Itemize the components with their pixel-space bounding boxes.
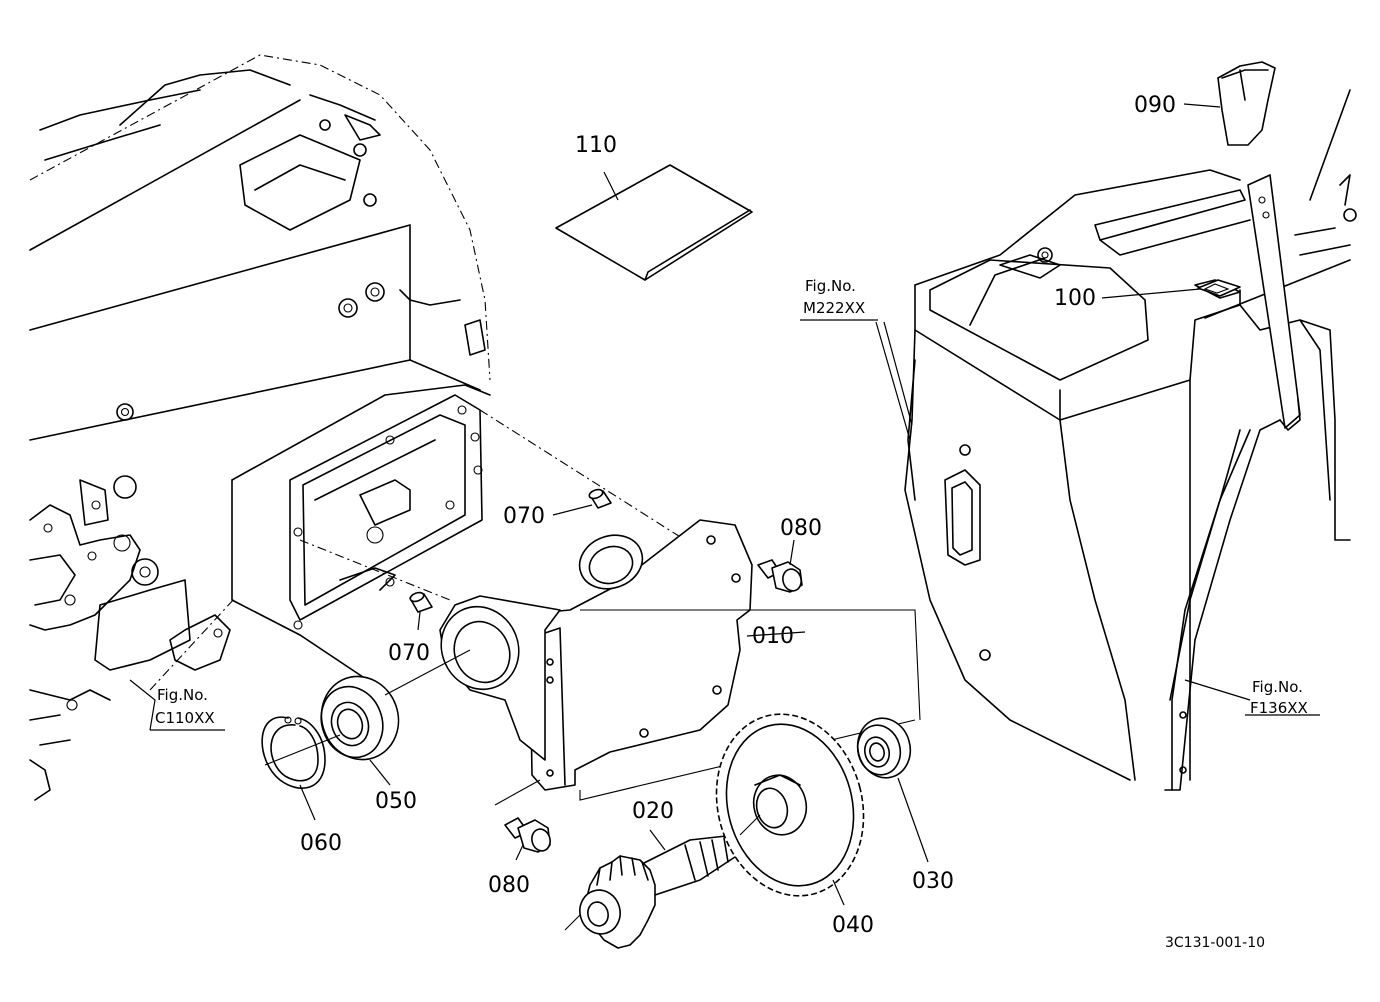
label-050: 050 xyxy=(375,789,417,814)
figure-references: Fig.No. M222XX Fig.No. C110XX Fig.No. F1… xyxy=(155,277,1308,727)
leader-lines xyxy=(129,103,1320,906)
fig-ref-f136xx: Fig.No. F136XX xyxy=(1250,678,1308,717)
part-020-pinion-shaft xyxy=(564,834,739,949)
label-070-lower: 070 xyxy=(388,641,430,666)
svg-text:Fig.No.: Fig.No. xyxy=(805,277,856,295)
fig-ref-c110xx: Fig.No. C110XX xyxy=(155,686,215,727)
svg-text:F136XX: F136XX xyxy=(1250,699,1308,717)
drawing-id: 3C131-001-10 xyxy=(1165,935,1265,951)
part-080-bolt-lower xyxy=(494,779,551,853)
fig-ref-m222xx: Fig.No. M222XX xyxy=(803,277,865,317)
label-080-lower: 080 xyxy=(488,873,530,898)
svg-text:M222XX: M222XX xyxy=(803,299,865,317)
label-020: 020 xyxy=(632,799,674,824)
part-labels: 010 020 030 040 050 060 070 070 080 080 … xyxy=(300,93,1176,938)
label-060: 060 xyxy=(300,831,342,856)
part-090-lever-knob xyxy=(1217,61,1276,146)
label-040: 040 xyxy=(832,913,874,938)
part-070-dowel-pin-upper xyxy=(588,488,612,509)
part-030-bearing xyxy=(856,717,912,779)
part-050-bearing xyxy=(320,649,471,761)
fender-assembly xyxy=(904,89,1357,791)
svg-text:Fig.No.: Fig.No. xyxy=(157,686,208,704)
part-080-bolt-upper xyxy=(757,559,803,593)
part-070-dowel-pin-lower xyxy=(409,591,433,613)
transmission-housing xyxy=(29,54,746,801)
label-030: 030 xyxy=(912,869,954,894)
label-010: 010 xyxy=(752,624,794,649)
label-070-upper: 070 xyxy=(503,504,545,529)
label-110: 110 xyxy=(575,133,617,158)
label-100: 100 xyxy=(1054,286,1096,311)
part-060-snap-ring xyxy=(261,716,341,789)
label-090: 090 xyxy=(1134,93,1176,118)
svg-text:C110XX: C110XX xyxy=(155,709,215,727)
part-010-gear-cover xyxy=(439,519,921,801)
part-110-manual xyxy=(555,164,753,281)
label-080-upper: 080 xyxy=(780,516,822,541)
part-040-spur-gear xyxy=(715,713,865,897)
svg-text:Fig.No.: Fig.No. xyxy=(1252,678,1303,696)
part-100-decal xyxy=(1197,279,1241,297)
